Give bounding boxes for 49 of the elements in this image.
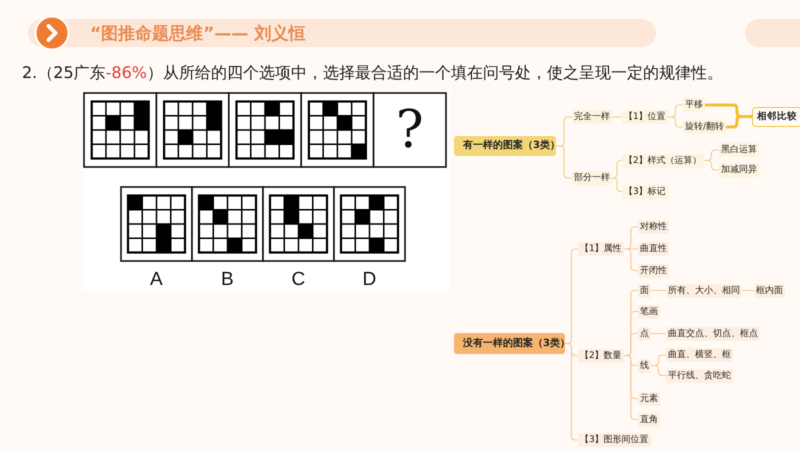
branch-topic: 部分一样 — [572, 171, 612, 185]
branch-topic: 点 — [638, 326, 651, 340]
branch-topic: 【1】属性 — [578, 242, 624, 256]
branch-topic: 面 — [638, 284, 651, 298]
branch-topic: 开闭性 — [638, 264, 669, 278]
branch-topic: 框内面 — [754, 284, 785, 298]
branch-topic: 对称性 — [638, 220, 669, 234]
branch-line — [703, 160, 720, 171]
branch-topic: 笔画 — [638, 304, 660, 318]
branch-topic: 【1】位置 — [622, 110, 668, 124]
branch-line — [611, 177, 623, 192]
branch-topic: 【3】标记 — [622, 184, 668, 198]
branch-topic: 加减同异 — [719, 163, 759, 177]
branch-line — [611, 116, 623, 118]
branch-line — [650, 364, 667, 376]
question-mark: ? — [396, 102, 424, 158]
branch-topic: 【2】样式（运算） — [622, 154, 704, 168]
branch-topic: 【3】图形间位置 — [578, 433, 651, 447]
root-topic-box: 有一样的图案（3类） — [454, 136, 556, 156]
branch-topic: 曲直、横竖、框 — [666, 348, 733, 362]
branch-topic: 【2】数量 — [578, 348, 624, 362]
root-topic-box: 没有一样的图案（3类） — [454, 333, 565, 354]
branch-line — [623, 248, 639, 272]
branch-line — [650, 290, 667, 292]
branch-line — [650, 332, 667, 334]
option-letter: B — [221, 269, 234, 291]
option-letter: D — [362, 269, 376, 291]
branch-topic: 完全一样 — [572, 110, 612, 124]
bracket-line — [724, 115, 754, 128]
branch-topic: 曲直交点、切点、框点 — [666, 326, 760, 340]
branch-topic: 旋转/翻转 — [683, 120, 726, 134]
branch-topic: 直角 — [638, 412, 660, 426]
option-letter: C — [292, 269, 306, 291]
branch-line — [741, 290, 755, 292]
branch-topic: 黑白运算 — [719, 143, 759, 157]
summary-box: 相邻比较 — [752, 106, 800, 126]
branch-topic: 平行线、贪吃蛇 — [666, 368, 733, 382]
branch-topic: 所有、大小、相同 — [666, 284, 742, 298]
branch-line — [564, 342, 579, 441]
option-letter: A — [150, 269, 163, 291]
header-title: “图推命题思维”—— 刘义恒 — [90, 23, 306, 45]
branch-line — [667, 116, 684, 128]
branch-topic: 元素 — [638, 392, 660, 406]
branch-topic: 曲直性 — [638, 242, 669, 256]
question-text: 2.（25广东-86%）从所给的四个选项中，选择最合适的一个填在问号处，使之呈现一定的规律性。 — [22, 63, 723, 83]
branch-line — [555, 145, 573, 179]
branch-topic: 线 — [638, 358, 651, 372]
branch-line — [623, 354, 639, 420]
branch-topic: 平移 — [683, 98, 705, 112]
